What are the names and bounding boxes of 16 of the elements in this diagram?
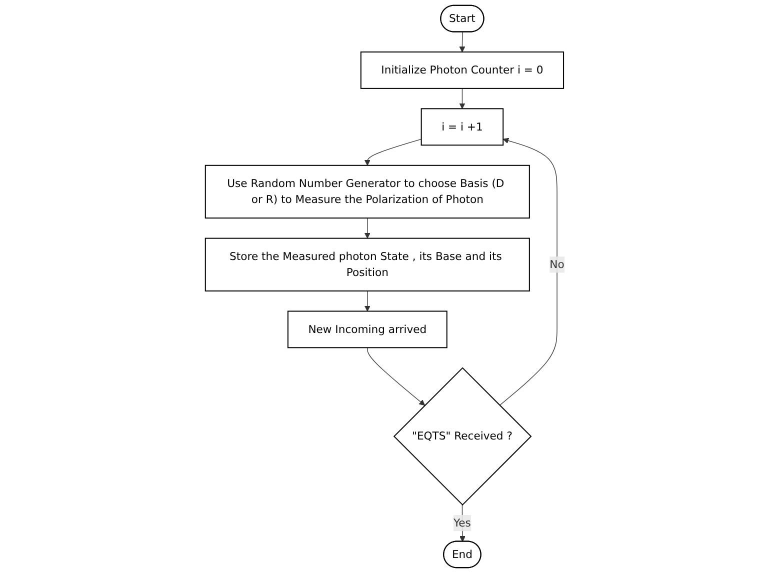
- arrow: [459, 88, 466, 109]
- arrow: [460, 504, 466, 542]
- node-box: i = i +1: [420, 108, 504, 146]
- node-box: Use Random Number Generator to choose Basis (D or R) to Measure the Polarization of Photon: [205, 164, 530, 219]
- arrow: [364, 290, 370, 312]
- arrow: [364, 218, 370, 239]
- arrow: [499, 138, 558, 406]
- node-diamond: "EQTS" Received ?: [394, 367, 532, 506]
- edge-label: Yes: [454, 516, 472, 530]
- node-box: Store the Measured photon State , its Base and its Position: [205, 238, 530, 292]
- arrow: [459, 32, 466, 52]
- edge-label: No: [550, 258, 564, 271]
- node-box: Initialize Photon Counter i = 0: [360, 51, 564, 89]
- node-box: New Incoming arrived: [288, 310, 448, 348]
- arrow: [364, 138, 422, 166]
- arrow: [367, 347, 426, 406]
